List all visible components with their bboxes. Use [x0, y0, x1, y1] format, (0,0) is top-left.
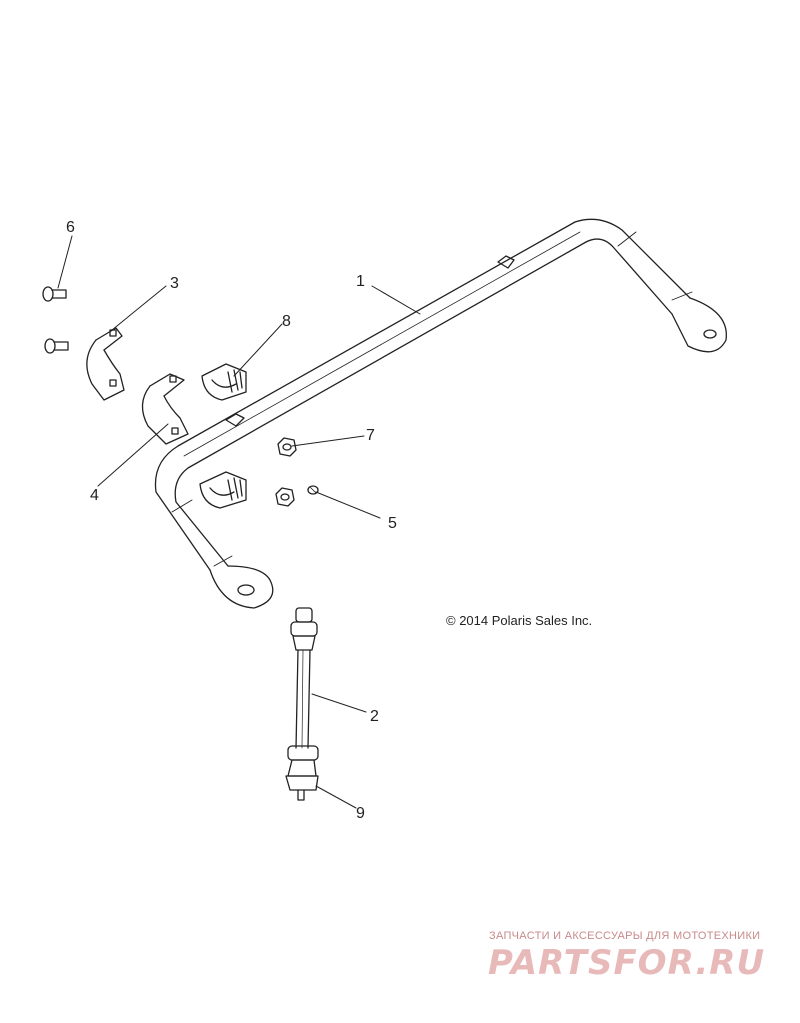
callout-4: 4: [90, 487, 99, 504]
callout-1: 1: [356, 273, 365, 290]
callout-8: 8: [282, 313, 291, 330]
watermark-subtitle: ЗАПЧАСТИ И АКСЕССУАРЫ ДЛЯ МОТОТЕХНИКИ: [489, 930, 761, 942]
clamp-3: [86, 327, 125, 401]
link-rod: [285, 607, 319, 801]
callout-6: 6: [66, 219, 75, 236]
callout-9: 9: [356, 805, 365, 822]
leader-lines: [57, 235, 421, 809]
bolt-6: [42, 286, 69, 354]
callout-3: 3: [170, 275, 179, 292]
clamp-4: [141, 373, 189, 445]
watermark-logo: PARTSFOR.RU: [488, 943, 766, 983]
callout-2: 2: [370, 708, 379, 725]
nut-7: [275, 437, 297, 507]
fitting-5: [307, 485, 319, 495]
stabilizer-bar: [154, 218, 727, 609]
bushing-8: [201, 363, 247, 401]
callout-5: 5: [388, 515, 397, 532]
callout-7: 7: [366, 427, 375, 444]
copyright-notice: © 2014 Polaris Sales Inc.: [446, 613, 593, 628]
bushing-8-lower: [199, 471, 247, 509]
